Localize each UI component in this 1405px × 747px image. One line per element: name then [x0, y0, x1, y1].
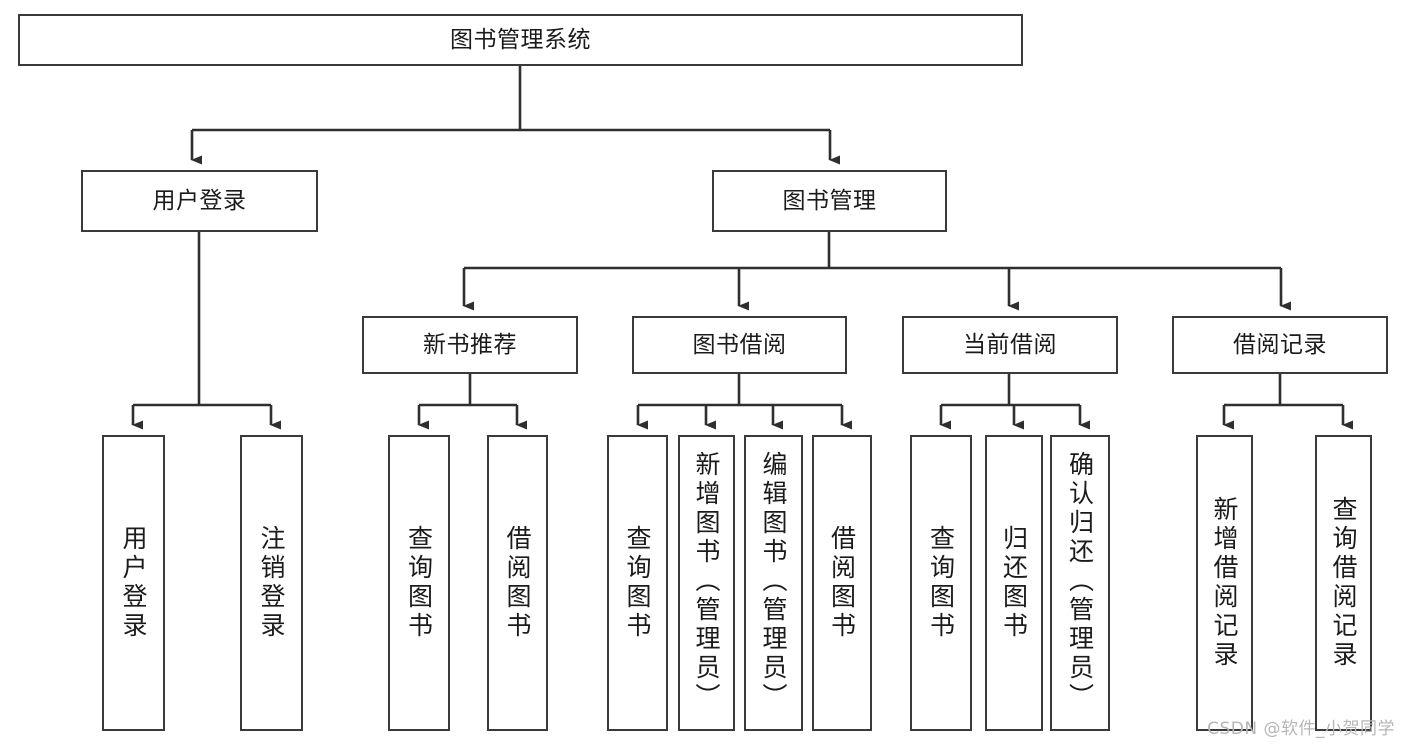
- leaf-user-login[interactable]: 用户登录: [102, 435, 165, 731]
- node-label: 当前借阅: [963, 331, 1057, 358]
- node-borrow-record[interactable]: 借阅记录: [1172, 316, 1388, 374]
- node-label: 新增借阅记录: [1210, 496, 1239, 670]
- node-label: 确认归还（管理员）: [1065, 451, 1095, 712]
- watermark-text: CSDN @软件_小贺同学: [1207, 719, 1395, 739]
- leaf-query-borrow-record[interactable]: 查询借阅记录: [1315, 435, 1372, 731]
- leaf-borrow-book[interactable]: 借阅图书: [812, 435, 872, 731]
- node-new-book-recommend[interactable]: 新书推荐: [362, 316, 578, 374]
- leaf-confirm-return-admin[interactable]: 确认归还（管理员）: [1050, 435, 1110, 731]
- node-label: 新增图书（管理员）: [692, 451, 721, 712]
- node-current-borrow[interactable]: 当前借阅: [902, 316, 1118, 374]
- node-label: 用户登录: [119, 525, 148, 641]
- node-label: 图书管理: [782, 187, 877, 214]
- node-label: 图书管理系统: [450, 26, 591, 53]
- leaf-borrow-book-recommend[interactable]: 借阅图书: [487, 435, 548, 731]
- node-label: 查询图书: [404, 525, 434, 641]
- node-label: 借阅记录: [1233, 331, 1327, 358]
- leaf-logout[interactable]: 注销登录: [240, 435, 303, 731]
- node-root-system[interactable]: 图书管理系统: [18, 14, 1023, 66]
- node-label: 查询图书: [623, 525, 652, 641]
- node-label: 借阅图书: [827, 525, 857, 641]
- leaf-add-borrow-record[interactable]: 新增借阅记录: [1196, 435, 1253, 731]
- leaf-query-book-current[interactable]: 查询图书: [910, 435, 972, 731]
- node-label: 编辑图书（管理员）: [759, 451, 788, 712]
- leaf-query-book-recommend[interactable]: 查询图书: [388, 435, 450, 731]
- leaf-return-book[interactable]: 归还图书: [985, 435, 1043, 731]
- node-label: 借阅图书: [503, 525, 532, 641]
- node-label: 查询图书: [926, 525, 956, 641]
- node-label: 新书推荐: [423, 331, 517, 358]
- leaf-query-book-borrow[interactable]: 查询图书: [607, 435, 668, 731]
- leaf-add-book-admin[interactable]: 新增图书（管理员）: [678, 435, 735, 731]
- node-label: 注销登录: [257, 525, 286, 641]
- node-label: 查询借阅记录: [1329, 496, 1358, 670]
- node-book-management[interactable]: 图书管理: [712, 170, 947, 232]
- node-label: 图书借阅: [692, 331, 787, 358]
- node-user-login[interactable]: 用户登录: [81, 170, 318, 232]
- node-book-borrow[interactable]: 图书借阅: [632, 316, 847, 374]
- node-label: 用户登录: [152, 187, 247, 214]
- leaf-edit-book-admin[interactable]: 编辑图书（管理员）: [744, 435, 803, 731]
- node-label: 归还图书: [999, 525, 1029, 641]
